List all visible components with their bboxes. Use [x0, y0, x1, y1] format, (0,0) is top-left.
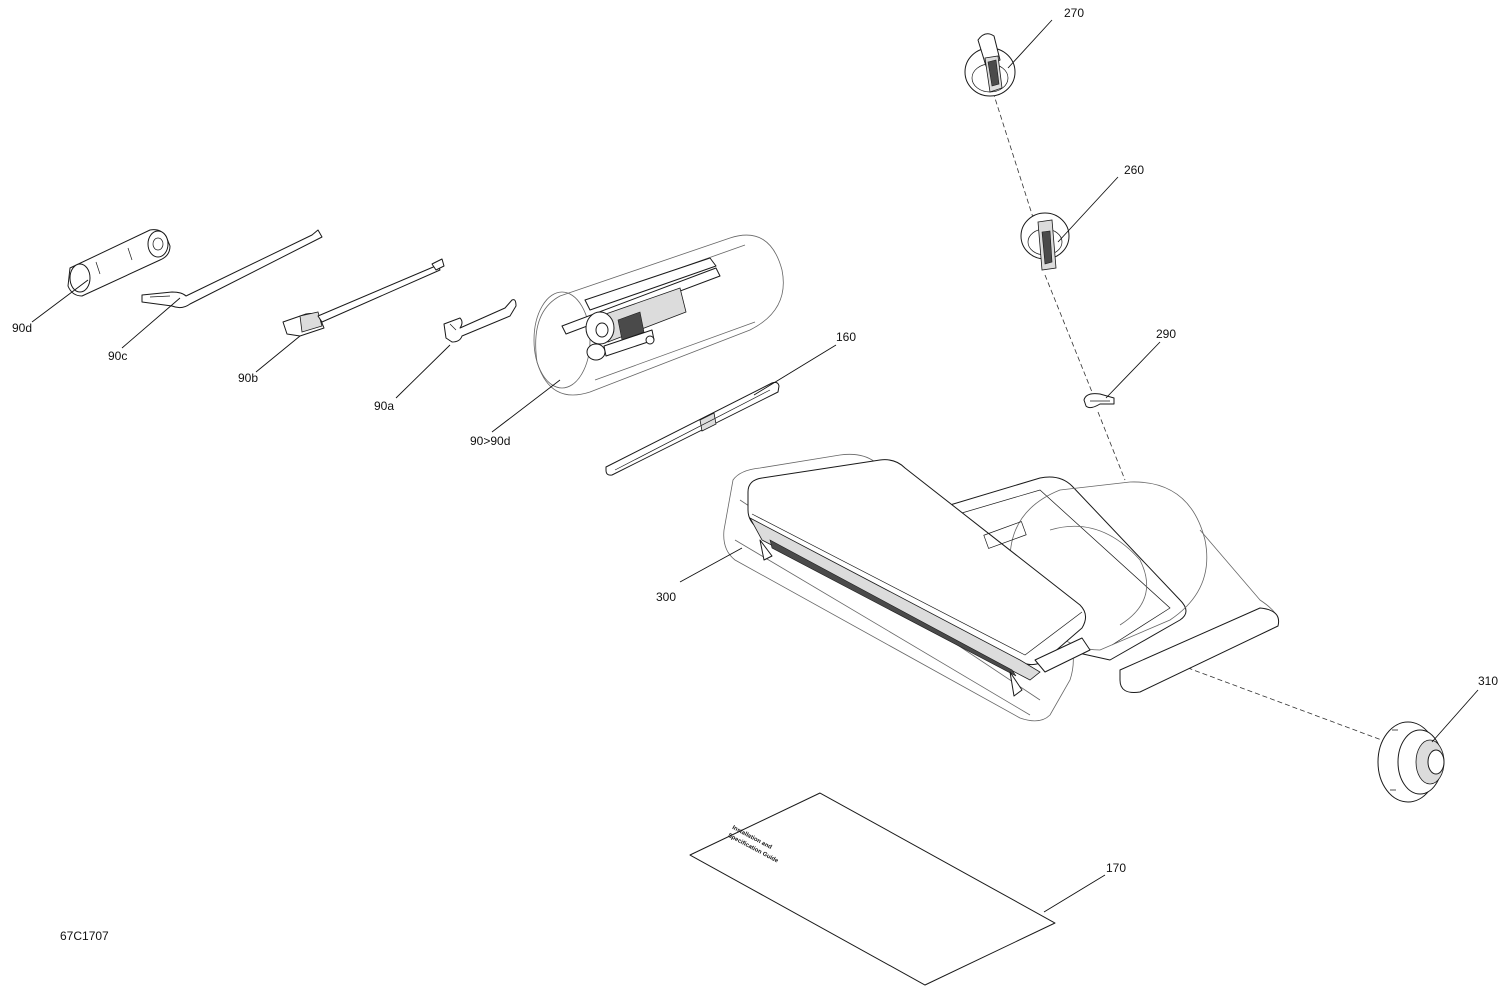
callout-260: 260	[1124, 163, 1144, 177]
part-90d-tube-wrench	[67, 229, 171, 297]
callout-310: 310	[1478, 674, 1498, 688]
drawing-number: 67C1707	[60, 929, 109, 943]
callout-90b: 90b	[238, 371, 258, 385]
part-270-cap-knob	[964, 33, 1016, 97]
assembly-centerlines	[992, 91, 1396, 746]
part-90-tool-kit-bag	[533, 234, 784, 396]
callout-160: 160	[836, 330, 856, 344]
leader-lines	[31, 19, 1479, 913]
part-300-storage-tray	[723, 453, 1280, 722]
part-170-booklet: Installation and Specification Guide	[689, 792, 1056, 986]
callout-170: 170	[1106, 861, 1126, 875]
callout-labels: 270 260 290 160 300 310 170 90d 90c 90b …	[12, 6, 1498, 875]
callout-270: 270	[1064, 6, 1084, 20]
part-90b-hex-key	[282, 258, 445, 337]
callout-90a: 90a	[374, 399, 394, 413]
part-260-inner-cap	[1020, 212, 1070, 271]
part-90a-wrench	[443, 299, 517, 343]
part-310-plug	[1377, 721, 1445, 803]
callout-90c: 90c	[108, 349, 127, 363]
part-160-strap	[605, 381, 780, 476]
callout-290: 290	[1156, 327, 1176, 341]
callout-90-90d: 90>90d	[470, 434, 510, 448]
callout-90d: 90d	[12, 321, 32, 335]
part-290-clip	[1083, 393, 1115, 409]
callout-300: 300	[656, 590, 676, 604]
part-90c-bent-bar	[141, 229, 323, 309]
